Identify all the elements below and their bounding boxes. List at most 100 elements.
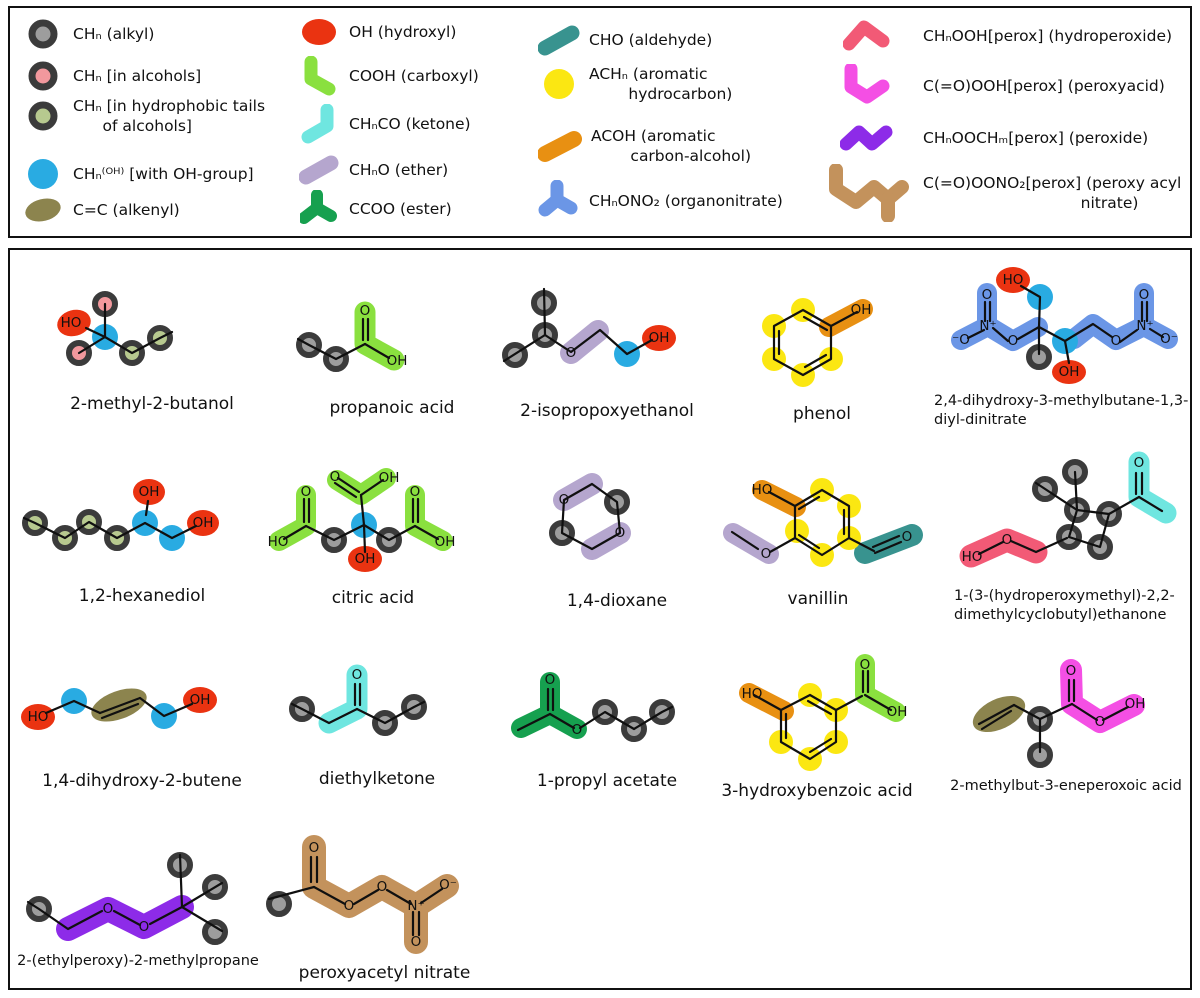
svg-text:O: O (860, 657, 871, 673)
svg-text:O: O (545, 672, 556, 688)
alcohol-ch-icon (22, 58, 64, 94)
legend-item-aldehyde: CHO (aldehyde) (538, 22, 712, 58)
svg-text:O: O (982, 287, 993, 303)
molecule-label: 1,2-hexanediol (78, 586, 206, 606)
molecule-label: 2-methyl-2-butanol (70, 394, 234, 414)
hydroperoxide-icon (820, 18, 914, 54)
oh-group-ch-icon (22, 156, 64, 192)
structure-svg (28, 61, 58, 91)
molecule-label: phenol (793, 404, 851, 424)
molecule-structure: HO (22, 272, 282, 390)
peroxy-acyl-nitrate-icon (820, 164, 914, 222)
molecule-structure: OH (732, 272, 912, 400)
svg-text:OH: OH (649, 330, 670, 346)
svg-text:HO: HO (28, 709, 49, 725)
molecule-figure: HO OH 1,4-dihydroxy-2-butene (12, 652, 272, 792)
molecule-structure: HO OH (12, 652, 272, 767)
svg-text:OH: OH (387, 353, 408, 369)
svg-text:O: O (1095, 714, 1106, 730)
legend-item-peroxy-acyl-nitrate: C(=O)OONO₂[perox] (peroxy acyl nitrate) (820, 164, 1181, 222)
legend-item-hydroperoxide: CHₙOOH[perox] (hydroperoxide) (820, 18, 1172, 54)
legend-label: CHₙO (ether) (349, 160, 449, 179)
svg-text:HO: HO (742, 686, 763, 702)
svg-text:O: O (1111, 333, 1122, 349)
legend-item-hydroxyl: OH (hydroxyl) (298, 16, 456, 48)
aldehyde-icon (538, 22, 580, 58)
carboxyl-icon (298, 56, 340, 96)
molecule-label: 3-hydroxybenzoic acid (721, 781, 913, 801)
structure-svg: OOH (296, 301, 408, 372)
legend-item-ester: CCOO (ester) (298, 190, 452, 228)
legend-item-aromatic-carbon-alcohol: ACOH (aromatic carbon-alcohol) (538, 126, 751, 167)
svg-text:O: O (559, 492, 570, 508)
molecule-structure: HO O OH (692, 642, 942, 777)
molecule-label: peroxyacetyl nitrate (298, 963, 471, 983)
legend-label: CHₙ [in hydrophobic tails of alcohols] (73, 97, 266, 136)
svg-text:O: O (902, 529, 913, 545)
structure-svg: HO OH (21, 687, 217, 730)
molecule-figure: HO 2-methyl-2-butanol (22, 272, 282, 415)
structure-svg: OO (549, 473, 631, 560)
svg-text:O: O (330, 469, 341, 485)
ketone-icon (298, 104, 340, 144)
molecule-label: 1,4-dihydroxy-2-butene (42, 771, 242, 791)
legend-label: CHₙ⁽ᴼᴴ⁾ [with OH-group] (73, 164, 254, 183)
legend-label: C(=O)OOH[perox] (peroxyacid) (923, 76, 1165, 95)
legend-item-peroxyacid: C(=O)OOH[perox] (peroxyacid) (820, 64, 1165, 108)
svg-text:O: O (1066, 663, 1077, 679)
molecule-figure: OH phenol (732, 272, 912, 425)
legend-item-hydrophobic-tails: CHₙ [in hydrophobic tails of alcohols] (22, 96, 265, 137)
ether-icon (298, 150, 340, 190)
svg-text:OH: OH (851, 302, 872, 318)
structure-svg: O (289, 664, 427, 736)
svg-text:OH: OH (887, 704, 908, 720)
structure-svg (843, 20, 890, 51)
svg-text:O⁻: O⁻ (1160, 331, 1178, 347)
structure-svg: OOH (502, 287, 676, 368)
alkyl-icon (22, 16, 64, 52)
organonitrate-icon (538, 180, 580, 222)
svg-text:O: O (309, 840, 320, 856)
svg-text:OH: OH (190, 692, 211, 708)
structure-svg: OO (511, 672, 675, 742)
svg-text:O: O (377, 879, 388, 895)
structure-svg (304, 56, 336, 96)
legend-label: CHₙ (alkyl) (73, 24, 155, 43)
molecule-label: 2-isopropoxyethanol (520, 401, 694, 421)
molecule-figure: HO O OH 3-hydroxybenzoic acid (692, 642, 942, 802)
structure-svg (829, 164, 909, 222)
svg-text:N⁺: N⁺ (1136, 318, 1153, 334)
legend-label: CHO (aldehyde) (589, 30, 713, 49)
svg-text:OH: OH (1059, 364, 1080, 380)
svg-text:O: O (411, 934, 422, 950)
legend-panel: CHₙ (alkyl) CHₙ [in alcohols] CHₙ [in hy… (8, 6, 1192, 238)
molecule-structure: O (272, 647, 482, 765)
svg-text:⁻O: ⁻O (952, 332, 970, 348)
svg-text:OH: OH (379, 470, 400, 486)
svg-text:O: O (1008, 333, 1019, 349)
svg-text:O: O (1134, 455, 1145, 471)
legend-label: ACOH (aromatic carbon-alcohol) (591, 127, 752, 166)
